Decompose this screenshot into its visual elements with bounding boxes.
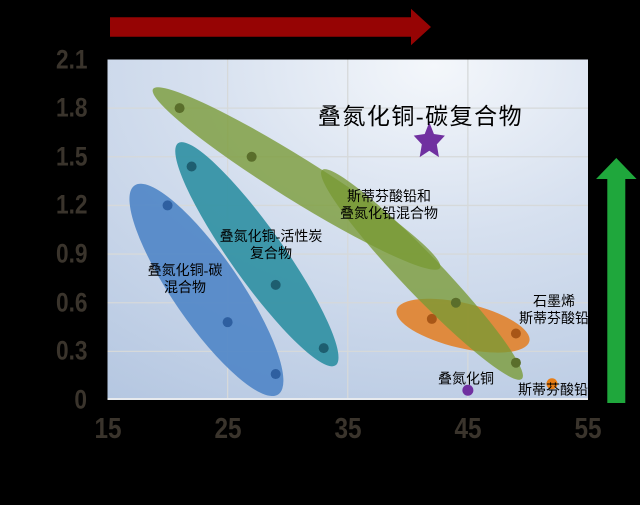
x-tick-label: 35 xyxy=(334,413,362,445)
y-tick-label: 0 xyxy=(74,384,88,415)
y-tick-label: 1.5 xyxy=(55,141,88,172)
y-tick-label: 0.9 xyxy=(55,238,88,269)
annotation-label: 石墨烯 斯蒂芬酸铅 xyxy=(519,295,589,327)
data-point xyxy=(318,343,329,354)
annotation-label: 叠氮化铜-碳 混合物 xyxy=(147,264,223,296)
series-ellipse xyxy=(321,169,523,380)
series-ellipse xyxy=(175,142,339,367)
y-tick-label: 2.1 xyxy=(55,44,88,74)
trend-arrow-right xyxy=(110,8,431,46)
y-tick-label: 1.2 xyxy=(55,189,88,220)
data-point xyxy=(462,384,474,396)
x-tick-label: 45 xyxy=(454,413,482,445)
star-marker xyxy=(413,122,445,158)
data-point xyxy=(426,313,437,324)
y-tick-label: 0.3 xyxy=(55,335,88,366)
annotation-label: 斯蒂芬酸铅和 叠氮化铅混合物 xyxy=(340,189,438,222)
data-point xyxy=(510,357,521,368)
data-point xyxy=(450,297,461,308)
x-tick-label: 55 xyxy=(574,413,602,445)
data-point xyxy=(222,317,233,328)
data-point xyxy=(546,378,558,390)
data-point xyxy=(174,103,185,114)
annotation-label: 叠氮化铜-碳复合物 xyxy=(317,104,524,129)
annotation-label: 叠氮化铜-活性炭 复合物 xyxy=(219,230,323,262)
y-tick-label: 0.6 xyxy=(55,287,88,318)
data-point xyxy=(186,161,197,172)
y-tick-label: 1.8 xyxy=(55,92,88,123)
series-ellipse xyxy=(129,183,284,397)
x-tick-label: 15 xyxy=(93,413,122,445)
data-point xyxy=(270,279,281,290)
annotation-label: 叠氮化铜 xyxy=(438,372,494,387)
data-point xyxy=(270,369,281,380)
annotation-label: 斯蒂芬酸铅 xyxy=(518,383,588,399)
data-point xyxy=(162,200,173,211)
data-point xyxy=(510,328,521,339)
data-point xyxy=(246,151,257,162)
trend-arrow-up xyxy=(596,158,637,403)
x-tick-label: 25 xyxy=(214,413,242,445)
